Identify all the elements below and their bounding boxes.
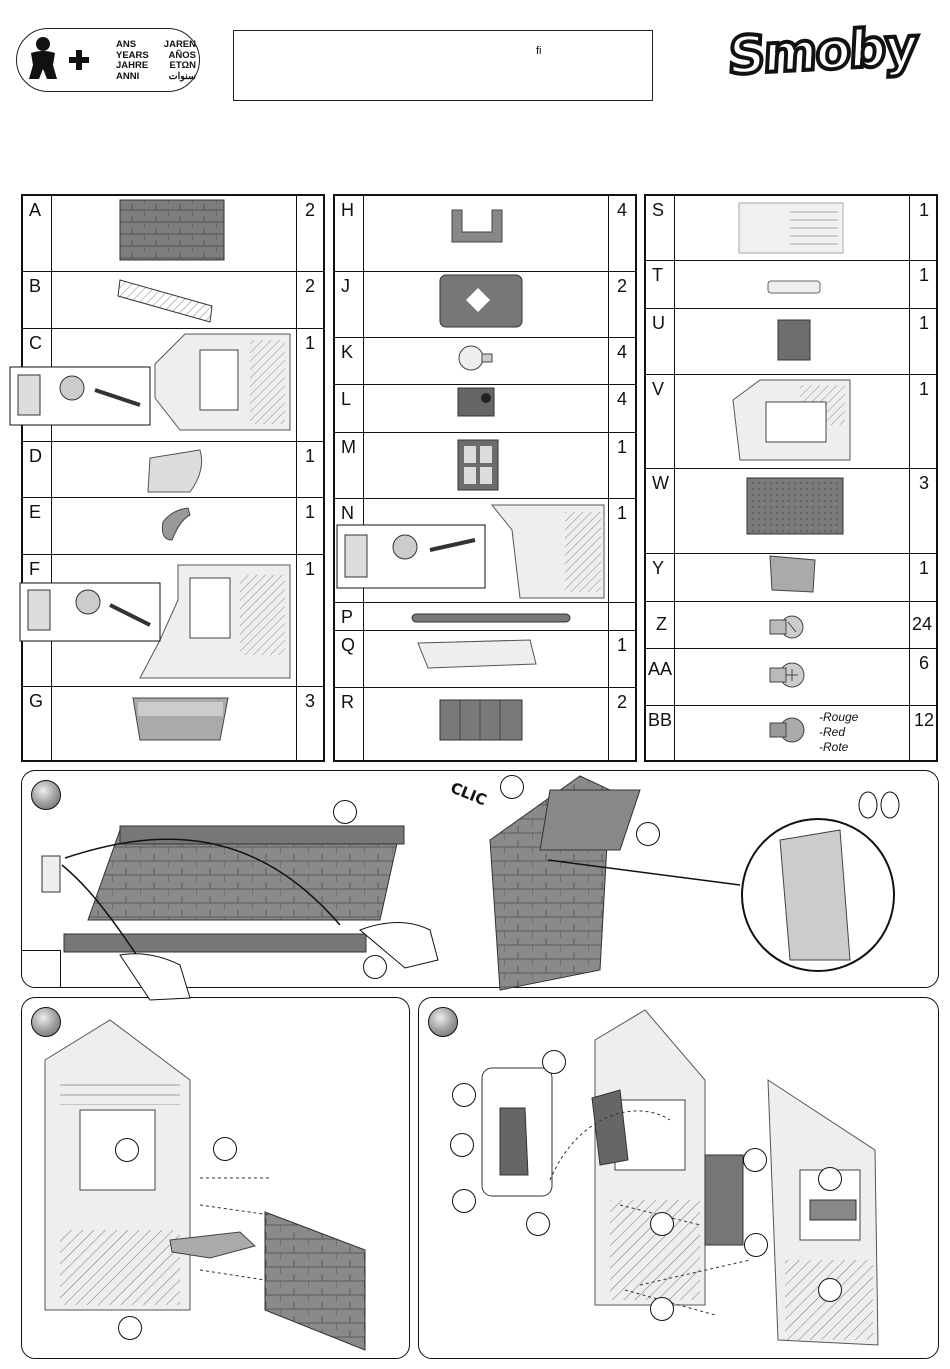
callout-circle <box>452 1083 476 1107</box>
callout-circle <box>743 1148 767 1172</box>
callout-circle <box>452 1189 476 1213</box>
callout-circle <box>650 1297 674 1321</box>
callout-circle <box>542 1050 566 1074</box>
callout-circle <box>818 1167 842 1191</box>
callout-circle <box>333 800 357 824</box>
callout-circle <box>213 1137 237 1161</box>
magnifier-detail <box>742 819 894 971</box>
eyes-icon <box>859 792 899 818</box>
callout-circle <box>650 1212 674 1236</box>
callout-circle <box>744 1233 768 1257</box>
callout-circle <box>450 1133 474 1157</box>
step-3-fence <box>705 1155 743 1245</box>
step-3-screw-kit <box>482 1068 552 1196</box>
callout-circle <box>363 955 387 979</box>
callout-circle <box>636 822 660 846</box>
step-1-wall-assembly <box>490 776 640 990</box>
step-2-wall-part <box>265 1212 365 1350</box>
callout-circle <box>118 1316 142 1340</box>
callout-circle <box>526 1212 550 1236</box>
callout-circle <box>818 1278 842 1302</box>
callout-circle <box>115 1138 139 1162</box>
trash-icon <box>42 856 60 892</box>
step-2-house-panel <box>45 1020 190 1310</box>
step-3-tray <box>810 1200 856 1220</box>
callout-circle <box>500 775 524 799</box>
